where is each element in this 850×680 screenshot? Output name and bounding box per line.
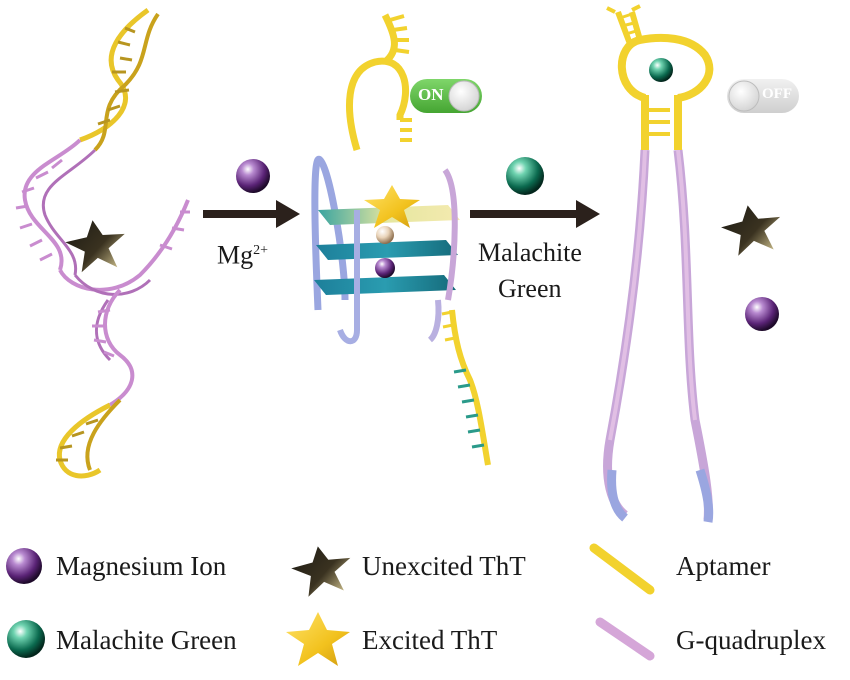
legend-magnesium-icon [6, 548, 42, 584]
malachite-green-icon [506, 157, 544, 195]
step-arrow-2 [470, 200, 600, 228]
step1-label-text: Mg [217, 240, 254, 270]
legend-magnesium-label: Magnesium Ion [56, 551, 227, 581]
step-arrow-1 [203, 200, 300, 228]
magnesium-ion-bound-icon [375, 258, 395, 278]
step1-label: Mg2+ [217, 236, 268, 271]
released-magnesium-ion-icon [745, 297, 779, 331]
potassium-ion-icon [376, 226, 394, 244]
off-switch-toggle[interactable] [727, 79, 799, 113]
g-quadruplex-structure [311, 13, 491, 466]
step2-label-line1: Malachite [478, 238, 582, 267]
legend-gquad-line [595, 617, 655, 661]
legend-unexcited-label: Unexcited ThT [362, 551, 526, 581]
step2-label-line2: Green [498, 274, 562, 303]
legend-malachite-icon [7, 620, 45, 658]
legend [6, 543, 655, 666]
step1-superscript: 2+ [253, 243, 269, 258]
legend-aptamer-label: Aptamer [676, 551, 771, 581]
g-tetrad-plate-middle [316, 240, 458, 260]
released-unexcited-tht-icon [721, 205, 781, 256]
unexcited-tht-star-icon [65, 220, 125, 273]
malachite-green-bound-icon [649, 58, 673, 82]
magnesium-ion-icon [236, 159, 270, 193]
on-switch-label: ON [418, 85, 444, 104]
on-switch-toggle[interactable] [410, 79, 482, 113]
legend-unexcited-star-icon [291, 546, 351, 597]
legend-gquad-label: G-quadruplex [676, 625, 826, 655]
off-switch-label: OFF [762, 86, 792, 102]
double-helix-structure [15, 7, 190, 479]
excited-tht-star-icon [364, 185, 420, 228]
legend-aptamer-line [589, 543, 655, 595]
g-tetrad-plate-bottom [314, 275, 456, 295]
aptamer-bound-structure [603, 4, 714, 523]
legend-excited-label: Excited ThT [362, 625, 498, 655]
legend-excited-star-icon [286, 612, 350, 666]
legend-malachite-label: Malachite Green [56, 625, 237, 655]
